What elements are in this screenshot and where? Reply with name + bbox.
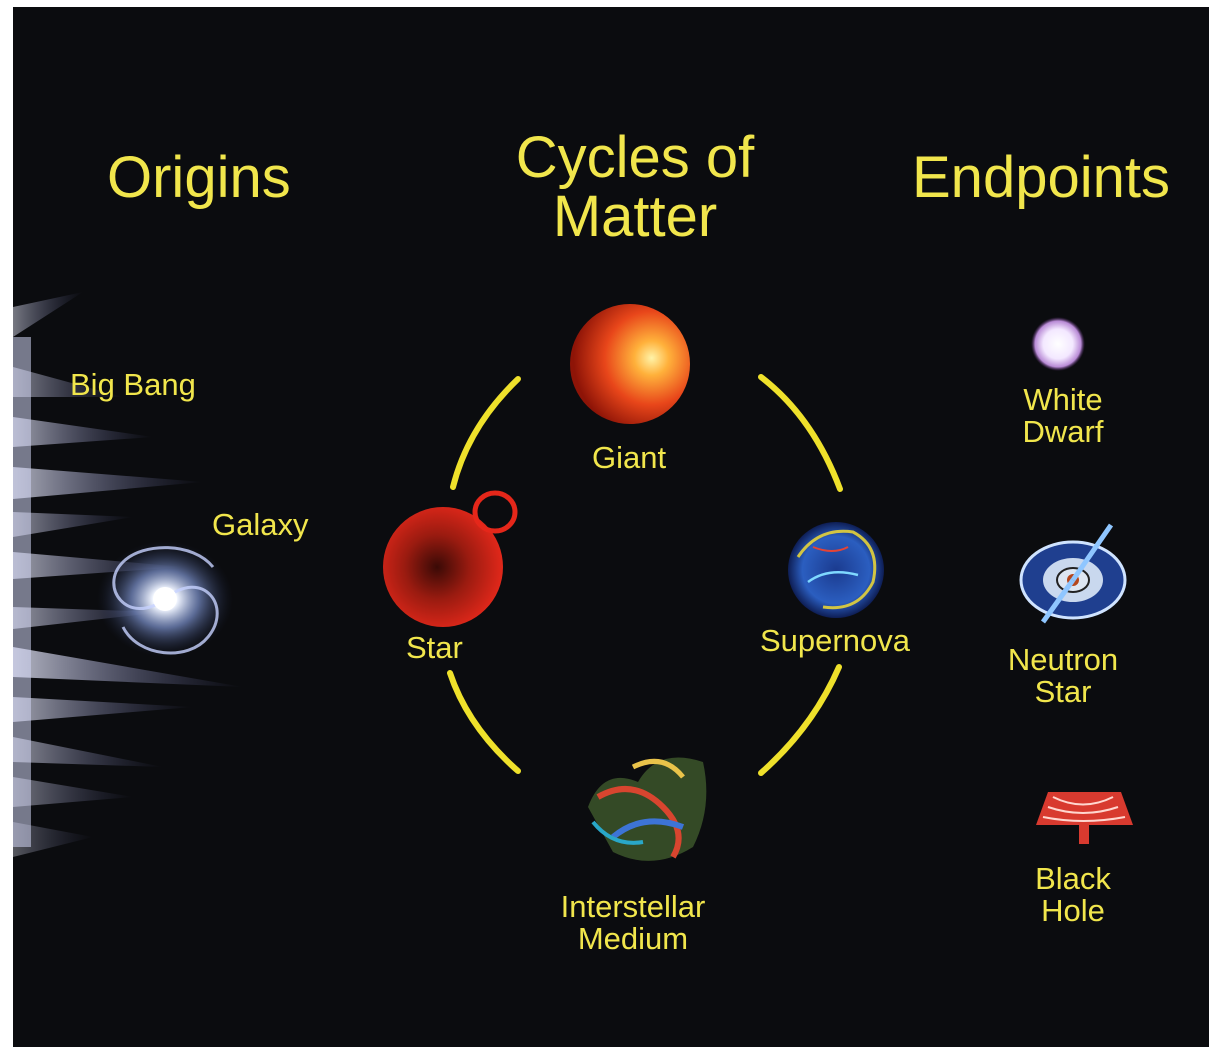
neutron-star-label: Neutron Star [998, 644, 1128, 708]
endpoints-heading: Endpoints [912, 149, 1170, 207]
giant-image [570, 304, 690, 424]
star-image [383, 493, 515, 627]
white-dwarf-label: White Dwarf [1003, 384, 1123, 448]
origins-heading: Origins [107, 149, 291, 207]
cycles-of-matter-heading: Cycles of Matter [500, 128, 770, 246]
supernova-image [788, 522, 884, 618]
big-bang-label: Big Bang [70, 369, 196, 400]
galaxy-image [97, 541, 233, 657]
diagram-canvas: Origins Cycles of Matter Endpoints Big B… [13, 7, 1209, 1047]
galaxy-label: Galaxy [212, 509, 308, 540]
giant-label: Giant [592, 442, 666, 473]
interstellar-medium-image [588, 758, 706, 861]
interstellar-medium-label: Interstellar Medium [543, 891, 723, 955]
star-label: Star [406, 632, 463, 663]
black-hole-label: Black Hole [1018, 863, 1128, 927]
black-hole-image [1036, 792, 1133, 844]
white-dwarf-image [1031, 317, 1085, 371]
neutron-star-image [1021, 525, 1125, 622]
supernova-label: Supernova [760, 625, 910, 656]
cycle-arrows [450, 377, 840, 773]
